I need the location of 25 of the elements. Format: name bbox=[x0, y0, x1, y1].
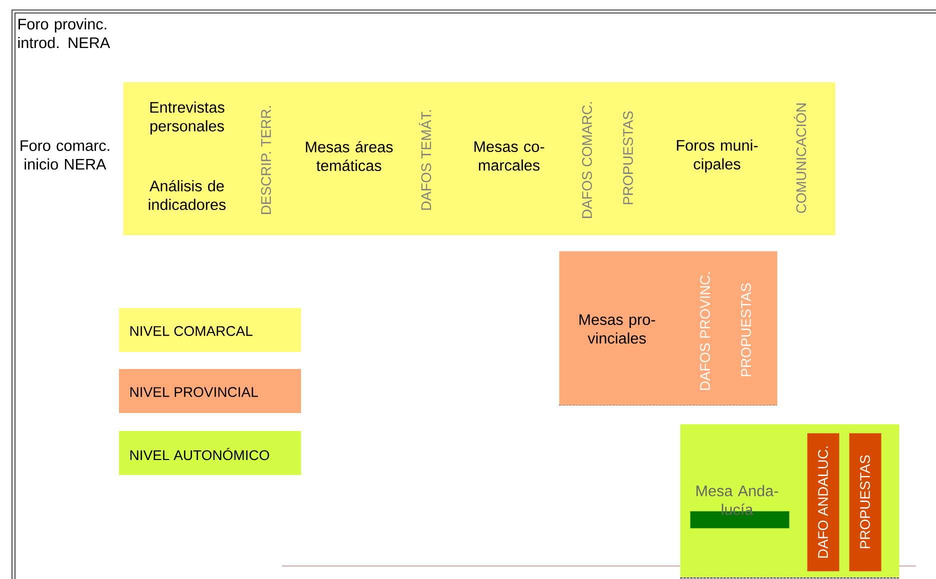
legend-item: NIVEL COMARCAL bbox=[119, 308, 301, 352]
process-band bbox=[680, 424, 900, 578]
stage-label: Mesas áreas temáticas bbox=[306, 140, 393, 172]
process-band bbox=[20, 82, 836, 236]
legend-item: NIVEL PROVINCIAL bbox=[119, 369, 301, 413]
side-label: Foro provinc. introd. NERA bbox=[18, 18, 110, 48]
vertical-label: DAFOS TEMÁT. bbox=[418, 110, 432, 210]
vertical-label: COMUNICACIÓN bbox=[794, 104, 806, 213]
stage-label: Foros muni- cipales bbox=[676, 140, 758, 172]
stage-label: Mesas pro- vinciales bbox=[580, 314, 656, 344]
vertical-label: DAFOS PROVINC. bbox=[700, 272, 710, 390]
side-label: Foro comarc. inicio NERA bbox=[20, 140, 110, 170]
stage-label: Análisis de indicadores bbox=[148, 180, 226, 210]
vertical-label: DESCRIP. TERR. bbox=[261, 106, 271, 214]
vertical-label: DAFOS COMARC. bbox=[582, 102, 592, 218]
vertical-label: PROPUESTAS bbox=[860, 455, 870, 548]
process-band bbox=[559, 251, 778, 406]
legend-item: NIVEL AUTONÓMICO bbox=[119, 431, 301, 475]
vertical-label: PROPUESTAS bbox=[741, 283, 751, 376]
vertical-label: DAFO ANDALUC. bbox=[818, 446, 828, 558]
stage-label: Entrevistas personales bbox=[150, 102, 224, 134]
stage-label: Mesas co- marcales bbox=[474, 141, 544, 171]
vertical-box bbox=[807, 433, 840, 572]
vertical-label: PROPUESTAS bbox=[623, 111, 633, 204]
vertical-box bbox=[849, 433, 882, 572]
